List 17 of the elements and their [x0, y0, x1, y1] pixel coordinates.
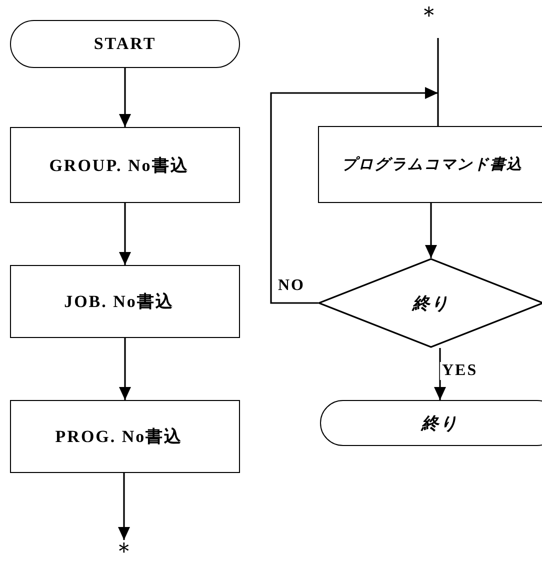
connector-line — [437, 38, 439, 126]
arrow — [119, 338, 131, 400]
connector-symbol: ＊ — [112, 538, 136, 564]
process-box: JOB. No書込 — [10, 265, 240, 338]
process-box: GROUP. No書込 — [10, 127, 240, 203]
arrow — [425, 203, 437, 258]
terminal-box: START — [10, 20, 240, 68]
process-box: プログラムコマンド書込 — [318, 126, 542, 203]
arrow — [434, 348, 446, 400]
terminal-box: 終り — [320, 400, 542, 446]
arrow — [119, 203, 131, 265]
process-box: PROG. No書込 — [10, 400, 240, 473]
arrow — [118, 473, 130, 540]
arrow — [119, 68, 131, 127]
arrow — [270, 87, 438, 304]
decision-diamond: 終り — [318, 258, 542, 348]
connector-symbol: ＊ — [417, 2, 441, 28]
